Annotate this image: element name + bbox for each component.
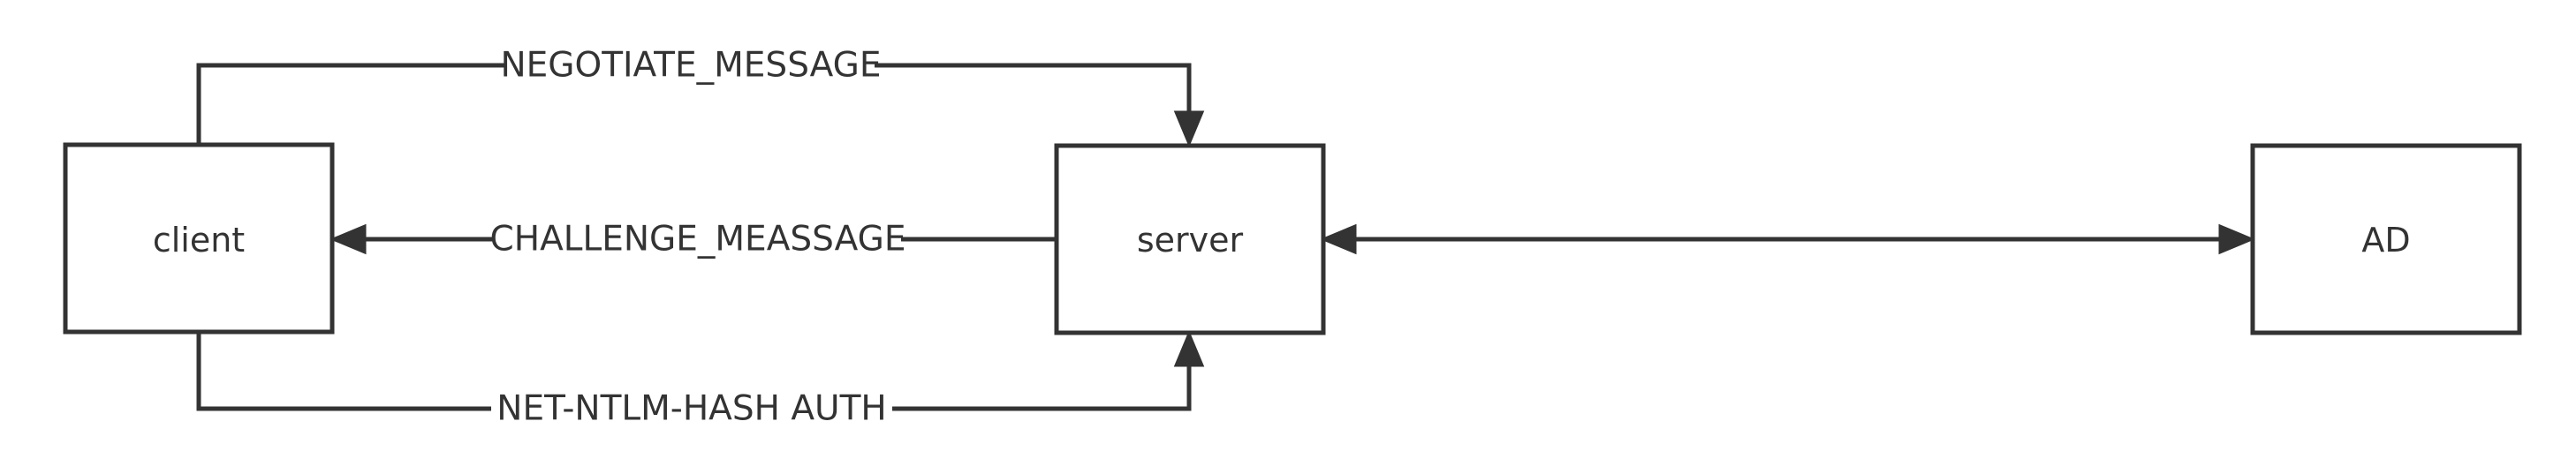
edge-auth-label: NET-NTLM-HASH AUTH: [496, 389, 886, 429]
arrowhead-ad-side: [2218, 223, 2255, 255]
arrowhead-negotiate: [1173, 110, 1205, 147]
node-server-box: [1054, 143, 1326, 335]
node-client-label: client: [153, 221, 245, 260]
node-client-box: [63, 142, 335, 335]
edge-server-ad: [1320, 223, 2255, 255]
edge-challenge-label: CHALLENGE_MEASSAGE: [490, 220, 906, 260]
edge-negotiate: NEGOTIATE_MESSAGE: [196, 42, 1205, 147]
edge-auth: NET-NTLM-HASH AUTH: [196, 330, 1205, 432]
node-ad-label: AD: [2361, 221, 2410, 260]
arrowhead-auth: [1173, 330, 1205, 367]
node-ad-box: [2250, 143, 2522, 335]
node-client: client: [63, 142, 335, 335]
arrowhead-challenge: [330, 223, 367, 255]
edge-negotiate-label: NEGOTIATE_MESSAGE: [500, 46, 881, 86]
edge-challenge: CHALLENGE_MEASSAGE: [330, 216, 1057, 262]
node-ad: AD: [2250, 143, 2522, 335]
node-server-label: server: [1137, 221, 1244, 260]
arrowhead-server-side: [1320, 223, 1357, 255]
node-server: server: [1054, 143, 1326, 335]
